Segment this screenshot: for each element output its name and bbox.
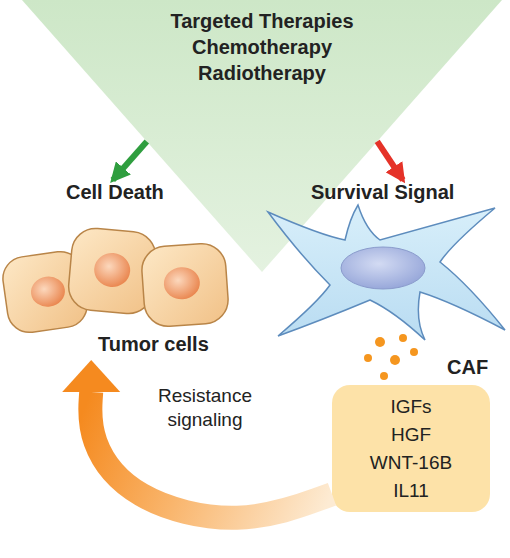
node-label: Tumor cells xyxy=(98,332,209,356)
node-label: IL11 xyxy=(393,477,429,505)
caf-cell: Survival SignalCAF xyxy=(255,180,510,380)
factor-dot xyxy=(375,337,385,347)
tumor-cell xyxy=(140,242,229,328)
factor-dots xyxy=(364,334,418,380)
factor-dot xyxy=(390,355,400,365)
node-label: Radiotherapy xyxy=(198,60,326,86)
node-label: Cell Death xyxy=(66,180,164,204)
arrow-line xyxy=(377,141,403,180)
tumor-cells: Cell DeathTumor cells xyxy=(0,180,240,360)
edge-label: Resistance signaling xyxy=(150,384,260,432)
factor-dot xyxy=(380,372,388,380)
factor-dot xyxy=(410,348,418,356)
resistance-arrow xyxy=(62,360,332,518)
node-label: IGFs xyxy=(390,393,431,421)
factor-box: IGFsHGFWNT-16BIL11 xyxy=(332,385,490,512)
node-label: Chemotherapy xyxy=(192,34,332,60)
caf-body xyxy=(268,205,505,340)
death-arrow xyxy=(113,141,147,180)
factor-dot xyxy=(399,334,407,342)
survival-arrow xyxy=(377,141,403,180)
caf-nucleus xyxy=(341,247,425,289)
node-label: WNT-16B xyxy=(370,449,452,477)
node-label: HGF xyxy=(391,421,431,449)
factor-dot xyxy=(364,354,372,362)
caf-cell-outline xyxy=(255,180,510,380)
node-label: Survival Signal xyxy=(311,180,454,204)
arrow-head xyxy=(62,360,120,392)
arrow-line xyxy=(113,141,147,180)
node-label: CAF xyxy=(447,355,488,379)
node-label: Targeted Therapies xyxy=(170,8,353,34)
